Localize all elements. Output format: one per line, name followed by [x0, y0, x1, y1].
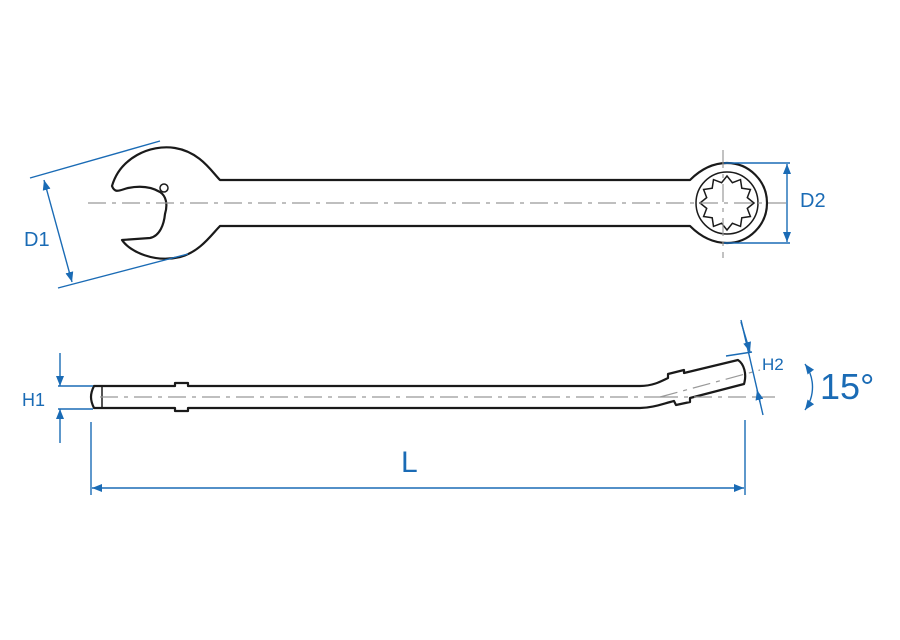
wrench-side-view — [89, 358, 775, 413]
wrench-top-view — [88, 146, 792, 260]
wrench-side-outline — [89, 358, 747, 413]
l-dimension: L — [90, 420, 746, 495]
d1-label: D1 — [24, 229, 50, 251]
h1-label: H1 — [22, 390, 45, 410]
bent-centerline — [659, 369, 761, 398]
angle-dimension: 15° — [804, 363, 874, 411]
l-label: L — [401, 446, 418, 479]
d2-label: D2 — [800, 190, 826, 212]
jaw-hole — [159, 183, 169, 193]
h2-label: H2 — [762, 355, 784, 374]
d1-dimension: D1 — [24, 140, 189, 289]
h1-dimension: H1 — [22, 353, 93, 443]
d2-dimension: D2 — [724, 162, 826, 244]
h2-dimension: H2 — [725, 319, 784, 416]
angle-label: 15° — [820, 366, 874, 407]
